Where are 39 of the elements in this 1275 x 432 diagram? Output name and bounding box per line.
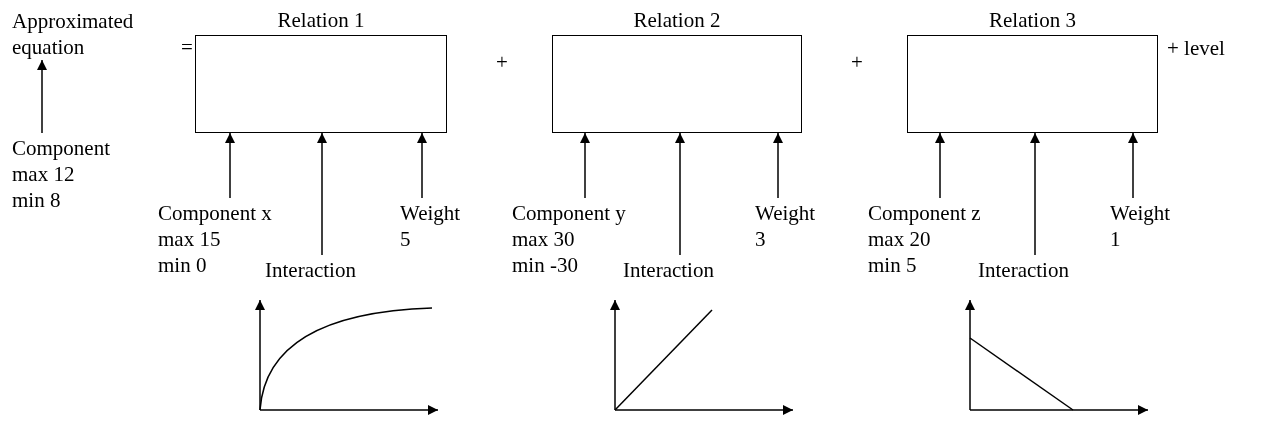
- min-value: min 8: [12, 187, 61, 213]
- max-value: max 20: [868, 226, 931, 252]
- weight-value: 1: [1110, 226, 1121, 252]
- max-value: max 15: [158, 226, 221, 252]
- min-value: min 0: [158, 252, 207, 278]
- component-label: Component: [12, 135, 110, 161]
- arrow: [675, 132, 685, 256]
- component-label: Component z: [868, 200, 981, 226]
- arrow: [580, 132, 590, 199]
- weight-label: Weight: [1110, 200, 1171, 226]
- arrow: [37, 59, 47, 134]
- weight-value: 5: [400, 226, 411, 252]
- max-value: max 30: [512, 226, 575, 252]
- arrow: [417, 132, 427, 199]
- equation-label: Approximated equation: [12, 8, 140, 60]
- component-label: Component y: [512, 200, 626, 226]
- interaction-label: Interaction: [265, 257, 395, 283]
- interaction-label: Interaction: [978, 257, 1108, 283]
- plus-sign: +: [851, 49, 863, 75]
- min-value: min 5: [868, 252, 917, 278]
- component-label: Component x: [158, 200, 272, 226]
- interaction-label: Interaction: [623, 257, 753, 283]
- relation-title: Relation 2: [633, 7, 721, 34]
- arrow: [935, 132, 945, 199]
- weight-label: Weight: [400, 200, 461, 226]
- arrow: [225, 132, 235, 199]
- min-value: min -30: [512, 252, 578, 278]
- plus-sign: +: [496, 49, 508, 75]
- level-term: + level: [1167, 35, 1225, 61]
- arrow: [1030, 132, 1040, 256]
- relation-title: Relation 3: [989, 7, 1076, 34]
- weight-label: Weight: [755, 200, 816, 226]
- equals-sign: =: [181, 34, 193, 60]
- arrow: [317, 132, 327, 256]
- weight-value: 3: [755, 226, 766, 252]
- arrow: [773, 132, 783, 199]
- arrow: [1128, 132, 1138, 199]
- max-value: max 12: [12, 161, 75, 187]
- relation-title: Relation 1: [277, 7, 365, 34]
